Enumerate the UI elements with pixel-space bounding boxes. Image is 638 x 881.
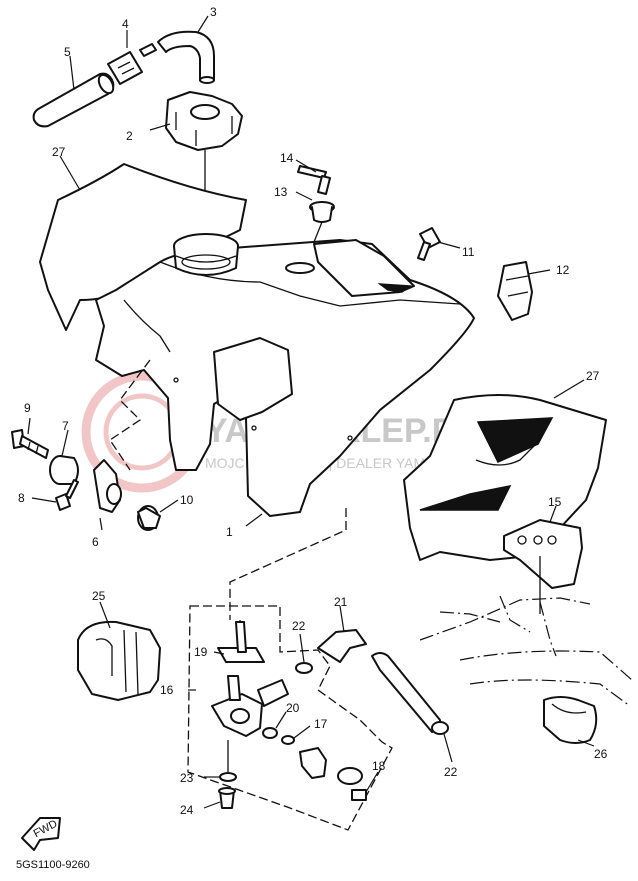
- callout-23: 23: [180, 771, 194, 785]
- part-17-filter: [299, 747, 327, 779]
- part-14-screw: [297, 165, 331, 195]
- part-7-rubber: [49, 455, 79, 485]
- callout-22-lower: 22: [444, 765, 458, 779]
- callout-14: 14: [280, 151, 294, 165]
- tank-to-petcock-line: [229, 508, 347, 620]
- part-11-bolt: [417, 227, 441, 261]
- callout-18: 18: [372, 759, 386, 773]
- part-5-hose: [32, 72, 115, 128]
- callout-27-left: 27: [52, 145, 66, 159]
- callout-22-upper: 22: [292, 619, 306, 633]
- part-23-washer: [219, 740, 237, 782]
- part-15-bracket: [503, 519, 583, 614]
- callout-16: 16: [160, 683, 174, 697]
- callout-9: 9: [24, 401, 31, 415]
- part-12-clip: [497, 261, 533, 321]
- part-22-clip-lower: [431, 721, 449, 735]
- part-20-gasket: [262, 727, 295, 745]
- callout-10: 10: [180, 493, 194, 507]
- callout-3: 3: [210, 5, 217, 19]
- callout-8: 8: [18, 491, 25, 505]
- part-6-bracket: [93, 459, 122, 531]
- callout-27-right: 27: [586, 369, 600, 383]
- tank-break-line: [109, 359, 151, 471]
- part-4-breather-valve: [107, 43, 157, 85]
- callout-12: 12: [556, 263, 570, 277]
- part-2-fuel-cap: [165, 91, 243, 240]
- callout-11: 11: [462, 245, 475, 259]
- callout-labels: 1 2 3 4 5 6 7 8 9 10 11 12 13 14 15 16 1…: [18, 5, 608, 817]
- part-19-plate: [217, 619, 265, 663]
- part-24-bolt: [218, 787, 236, 809]
- callout-24: 24: [180, 803, 194, 817]
- callout-20: 20: [286, 701, 300, 715]
- callout-19: 19: [194, 645, 208, 659]
- callout-25: 25: [92, 589, 106, 603]
- callout-1: 1: [226, 525, 233, 539]
- part-8-bolt: [55, 479, 79, 511]
- assembly-16-boundary: [187, 605, 393, 831]
- callout-5: 5: [64, 45, 71, 59]
- callout-4: 4: [122, 17, 129, 31]
- callout-17: 17: [314, 717, 328, 731]
- part-25-cover: [77, 620, 161, 701]
- watermark-logo-inner: [103, 393, 181, 471]
- callout-15: 15: [548, 495, 562, 509]
- part-1-fuel-tank: [95, 233, 475, 527]
- callout-13: 13: [274, 185, 288, 199]
- part-16-petcock: [211, 675, 289, 737]
- part-26-clamp: [543, 696, 598, 744]
- part-9-bolt: [11, 429, 49, 459]
- part-10-collar: [137, 505, 161, 531]
- part-27-decal-right: [403, 394, 607, 561]
- callout-6: 6: [92, 535, 99, 549]
- leader-lines: [27, 15, 595, 809]
- part-18-screw: [337, 767, 367, 801]
- frame-outline: [419, 595, 633, 707]
- callout-21: 21: [334, 595, 348, 609]
- part-21-hose: [317, 629, 441, 733]
- part-22-clip-upper: [295, 662, 313, 674]
- part-3-breather-pipe: [157, 30, 215, 84]
- fwd-arrow-icon: FWD: [21, 817, 61, 851]
- diagram-code: 5GS1100-9260: [16, 859, 90, 871]
- callout-2: 2: [126, 129, 133, 143]
- callout-26: 26: [594, 747, 608, 761]
- callout-7: 7: [62, 419, 69, 433]
